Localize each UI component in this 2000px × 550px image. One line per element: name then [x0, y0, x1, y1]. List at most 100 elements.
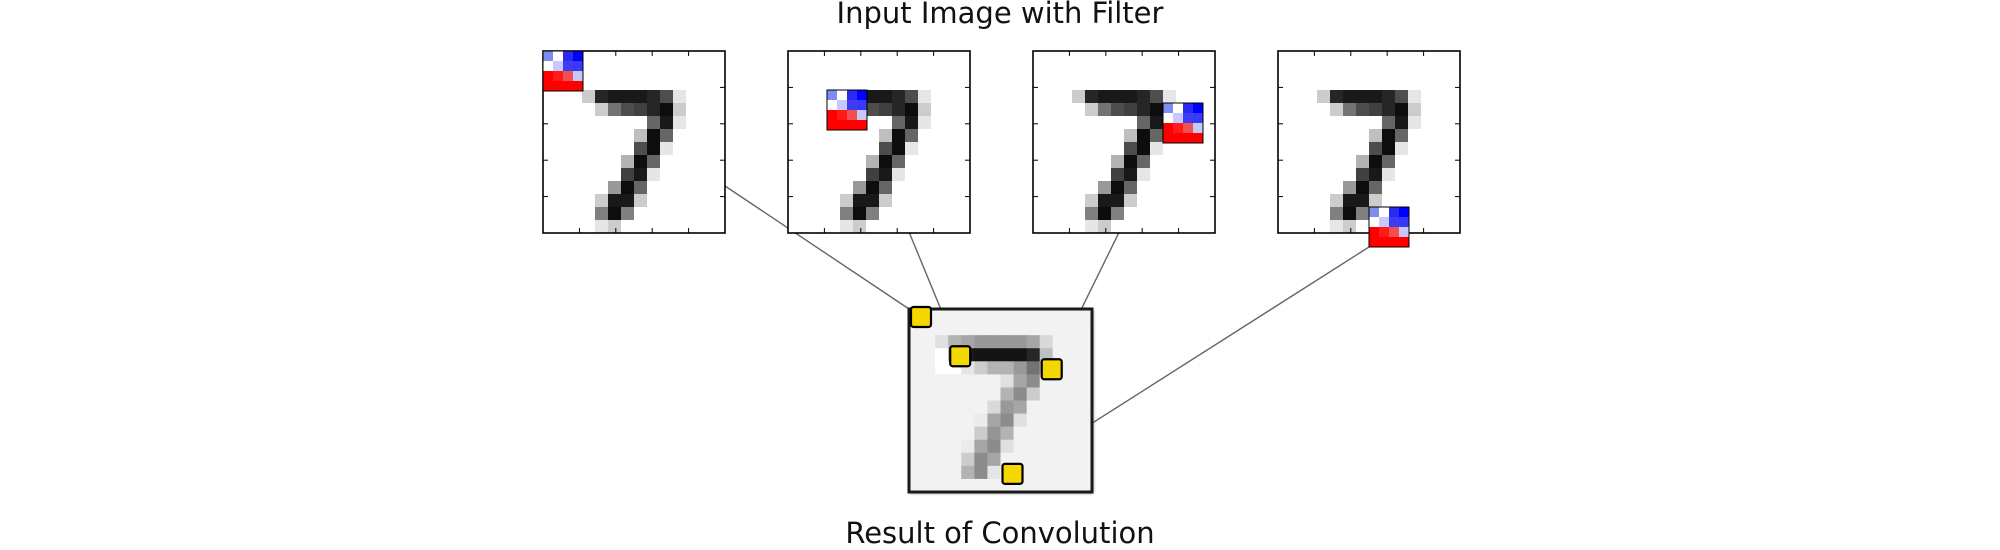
input-pixel [1343, 168, 1357, 182]
input-pixel [1382, 77, 1396, 91]
input-pixel [1098, 155, 1112, 169]
result-pixel [935, 413, 949, 428]
result-pixel [1052, 439, 1067, 454]
input-pixel [1150, 129, 1164, 143]
input-pixel [1111, 103, 1125, 117]
input-pixel [788, 77, 802, 91]
input-pixel [840, 142, 854, 156]
result-pixel [987, 322, 1001, 336]
input-pixel [1343, 90, 1357, 104]
input-pixel [673, 103, 687, 117]
result-pixel [1052, 400, 1067, 414]
input-pixel [1046, 142, 1060, 156]
result-pixel [1039, 465, 1054, 480]
filter-cell [1183, 133, 1194, 144]
filter-cell [1379, 237, 1390, 248]
input-pixel [866, 77, 880, 91]
filter-frame [1368, 206, 1410, 248]
input-frame [542, 50, 726, 234]
input-pixel [1189, 194, 1203, 208]
result-pixel [1000, 348, 1014, 362]
input-pixel [647, 103, 661, 117]
input-pixel [853, 155, 867, 169]
input-pixel [1356, 142, 1370, 156]
input-pixel [686, 77, 700, 91]
input-pixel [1150, 64, 1164, 78]
input-pixel [1421, 129, 1435, 143]
input-pixel [1202, 64, 1216, 78]
input-pixel [699, 168, 713, 182]
input-pixel [1278, 77, 1292, 91]
input-pixel [866, 90, 880, 104]
filter-cell [573, 61, 584, 72]
filter-cell [543, 81, 554, 92]
input-pixel [660, 142, 674, 156]
input-pixel [853, 142, 867, 156]
input-pixel [621, 129, 635, 143]
input-pixel [1278, 142, 1292, 156]
filter-cell [1379, 207, 1390, 218]
input-pixel [866, 51, 880, 65]
result-pixel [1052, 478, 1067, 493]
input-pixel [1382, 90, 1396, 104]
input-pixel [1291, 77, 1305, 91]
input-pixel [1059, 181, 1073, 195]
result-pixel [909, 400, 923, 414]
input-pixel [1072, 194, 1086, 208]
input-pixel [1059, 64, 1073, 78]
input-pixel [699, 129, 713, 143]
input-pixel [1408, 103, 1422, 117]
input-pixel [634, 77, 648, 91]
result-pixel [1013, 426, 1028, 441]
input-pixel [673, 64, 687, 78]
input-pixel [1033, 168, 1047, 182]
input-pixel [801, 142, 815, 156]
input-pixel [1291, 142, 1305, 156]
input-pixel [1137, 77, 1151, 91]
result-pixel [974, 322, 988, 336]
input-pixel [1330, 181, 1344, 195]
input-panels [542, 50, 1461, 248]
input-pixel [918, 220, 932, 234]
result-pixel [961, 452, 975, 467]
input-pixel [1163, 90, 1177, 104]
input-pixel [1033, 103, 1047, 117]
input-pixel [1202, 181, 1216, 195]
input-pixel [814, 116, 828, 130]
input-pixel [1278, 207, 1292, 221]
input-pixel [931, 116, 945, 130]
input-pixel [582, 103, 596, 117]
filter-cell [1163, 123, 1174, 134]
input-pixel [801, 116, 815, 130]
input-pixel [1343, 181, 1357, 195]
input-pixel [647, 129, 661, 143]
input-pixel [827, 181, 841, 195]
input-pixel [660, 181, 674, 195]
input-pixel [1150, 77, 1164, 91]
input-pixel [1072, 103, 1086, 117]
input-pixel [1059, 155, 1073, 169]
input-pixel [1395, 181, 1409, 195]
input-pixel [608, 64, 622, 78]
input-pixel [957, 64, 971, 78]
filter-cell [837, 90, 848, 101]
result-pixel [948, 309, 962, 323]
input-pixel [957, 129, 971, 143]
input-pixel [1033, 220, 1047, 234]
input-pixel [1072, 90, 1086, 104]
input-pixel [647, 168, 661, 182]
input-pixel [1291, 181, 1305, 195]
input-pixel [647, 64, 661, 78]
input-pixel [1124, 129, 1138, 143]
input-pixel [1278, 129, 1292, 143]
result-pixel [1065, 413, 1080, 428]
input-pixel [853, 207, 867, 221]
input-pixel [788, 90, 802, 104]
input-pixel [814, 168, 828, 182]
input-pixel [801, 155, 815, 169]
input-pixel [1421, 64, 1435, 78]
result-pixel [987, 426, 1001, 441]
result-pixel [1013, 335, 1028, 349]
input-pixel [1278, 103, 1292, 117]
input-pixel [1408, 51, 1422, 65]
